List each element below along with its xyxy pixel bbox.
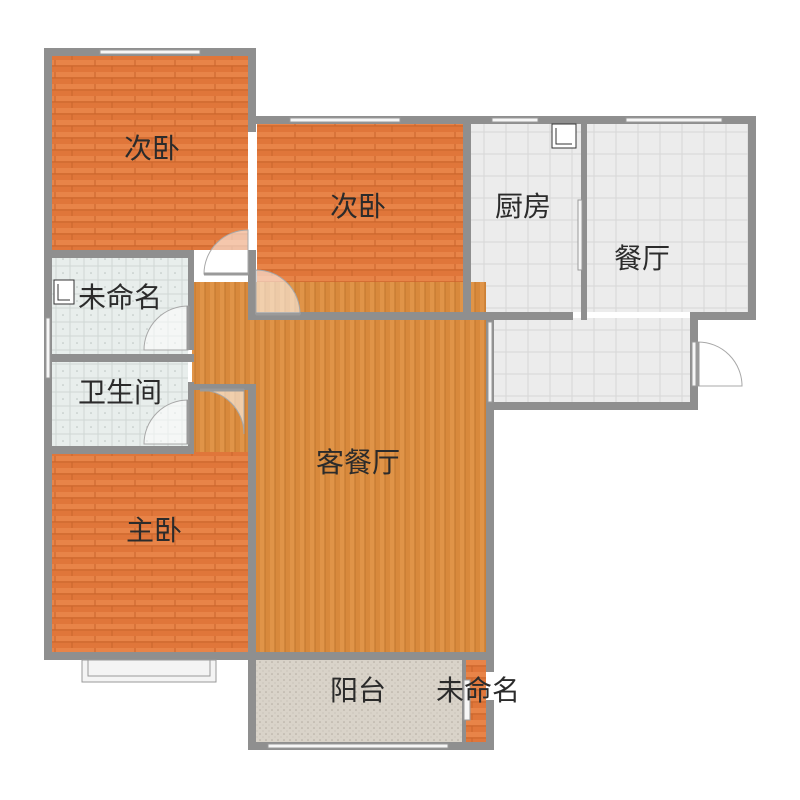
label-bedroom-left: 次卧 bbox=[124, 132, 180, 165]
label-master: 主卧 bbox=[126, 514, 182, 547]
label-balcony: 阳台 bbox=[330, 674, 386, 707]
label-bathroom: 卫生间 bbox=[78, 376, 162, 409]
label-unnamed-storage: 未命名 bbox=[78, 281, 162, 314]
label-bedroom-mid: 次卧 bbox=[330, 190, 386, 223]
label-unnamed-balcony: 未命名 bbox=[436, 674, 520, 707]
room-balcony-floor bbox=[256, 660, 462, 742]
doors bbox=[143, 229, 743, 445]
bay-window bbox=[81, 659, 217, 683]
room-unnamed-balcony-floor bbox=[466, 660, 486, 742]
room-dining-extension-floor bbox=[490, 318, 690, 402]
label-living: 客餐厅 bbox=[316, 446, 400, 479]
label-kitchen: 厨房 bbox=[495, 190, 551, 223]
room-kitchen-floor bbox=[471, 124, 581, 312]
fixtures bbox=[53, 123, 577, 305]
windows bbox=[45, 49, 723, 749]
label-dining: 餐厅 bbox=[614, 242, 670, 275]
room-master-floor bbox=[52, 452, 248, 652]
door-leaves bbox=[186, 272, 700, 444]
storage-fixture-icon bbox=[53, 279, 75, 305]
room-dining-floor bbox=[586, 124, 748, 312]
room-bedroom-left-floor bbox=[52, 56, 248, 250]
room-bedroom-mid-floor bbox=[257, 124, 463, 312]
